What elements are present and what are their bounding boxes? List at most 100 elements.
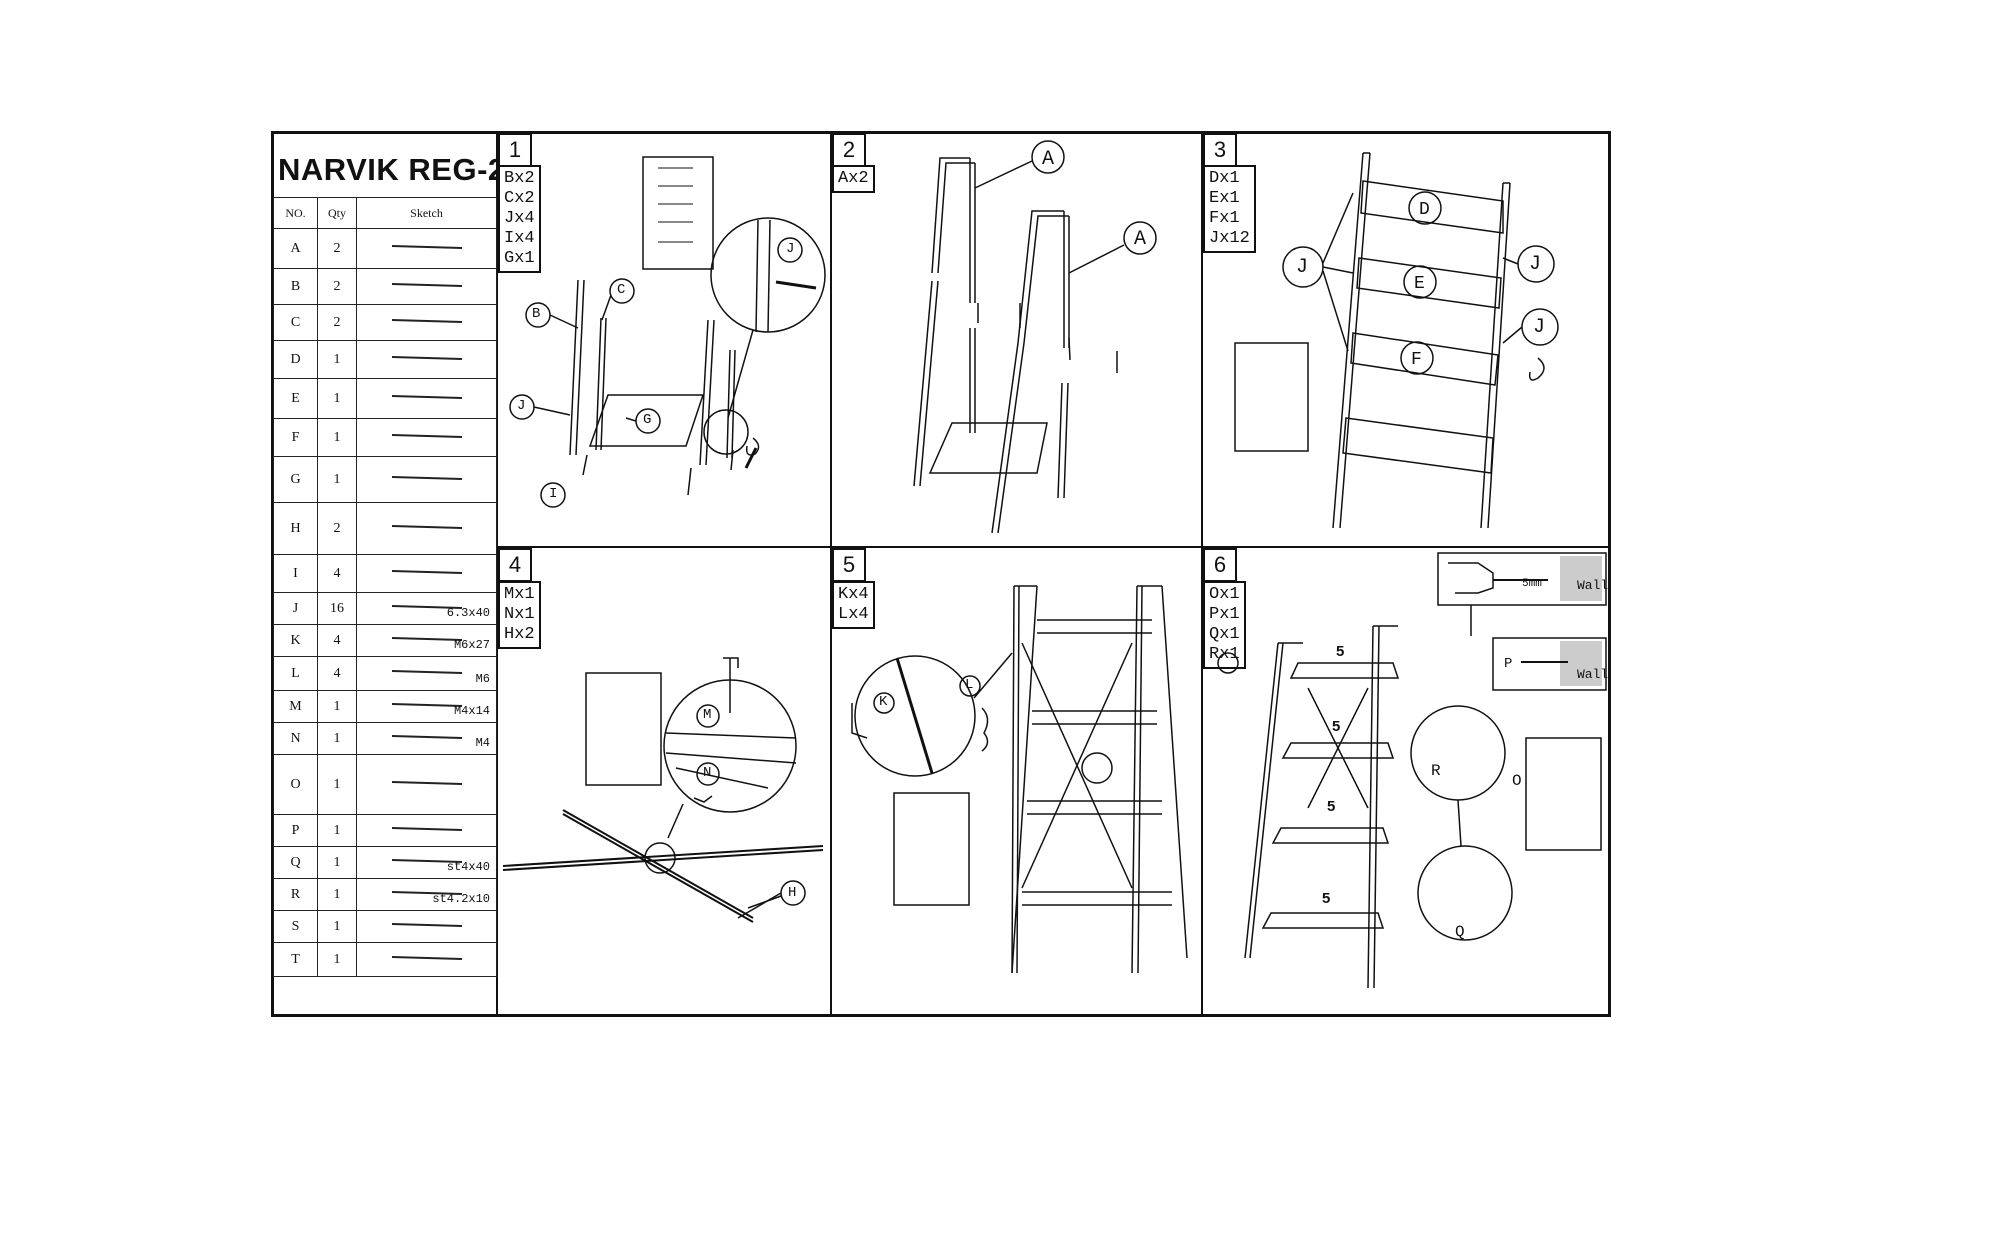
step2-illustration bbox=[913, 140, 1157, 534]
step1-parts: Bx2 Cx2 Jx4 Ix4 Gx1 bbox=[498, 165, 541, 273]
part-sketch bbox=[356, 814, 497, 847]
step3-parts: Dx1 Ex1 Fx1 Jx12 bbox=[1203, 165, 1256, 253]
part-qty: Ox1 bbox=[1209, 585, 1240, 604]
callout-a: A bbox=[1042, 148, 1055, 171]
part-qty: Hx2 bbox=[504, 625, 535, 644]
callout-q: Q bbox=[1455, 923, 1465, 941]
part-quantity: 2 bbox=[317, 228, 357, 269]
callout-h: H bbox=[788, 885, 797, 901]
part-sketch-icon bbox=[391, 923, 462, 927]
load-limit: 5 bbox=[1332, 718, 1341, 735]
part-spec: M6 bbox=[475, 672, 490, 686]
divider bbox=[496, 131, 498, 1017]
part-sketch bbox=[356, 554, 497, 593]
wall-label: Wall bbox=[1577, 667, 1609, 682]
part-sketch bbox=[356, 502, 497, 555]
part-sketch-icon bbox=[391, 283, 462, 287]
part-qty: Dx1 bbox=[1209, 169, 1240, 188]
part-quantity: 1 bbox=[317, 942, 357, 977]
part-sketch-icon bbox=[391, 434, 462, 438]
part-letter: I bbox=[273, 554, 318, 593]
part-sketch-icon bbox=[391, 703, 462, 707]
part-letter: Q bbox=[273, 846, 318, 879]
divider bbox=[1201, 131, 1203, 1017]
step1-illustration bbox=[509, 156, 826, 508]
col-sketch: Sketch bbox=[356, 197, 497, 229]
part-sketch-icon bbox=[391, 827, 462, 831]
step3-illustration bbox=[1234, 152, 1559, 529]
part-quantity: 2 bbox=[317, 502, 357, 555]
part-quantity: 1 bbox=[317, 754, 357, 815]
callout-j: J bbox=[786, 241, 795, 257]
callout-a: A bbox=[1134, 228, 1147, 251]
part-spec: 6.3x40 bbox=[446, 606, 490, 620]
part-letter: M bbox=[273, 690, 318, 723]
part-sketch-icon bbox=[391, 525, 462, 529]
callout-g: G bbox=[643, 412, 652, 428]
divider bbox=[830, 131, 832, 1017]
part-sketch: M4x14 bbox=[356, 690, 497, 723]
drill-size: 5mm bbox=[1522, 578, 1542, 590]
callout-p: P bbox=[1504, 656, 1513, 672]
part-sketch-icon bbox=[391, 605, 462, 609]
part-sketch: M4 bbox=[356, 722, 497, 755]
callout-j: J bbox=[517, 398, 526, 414]
part-letter: C bbox=[273, 304, 318, 341]
load-limit: 5 bbox=[1336, 643, 1345, 660]
part-quantity: 2 bbox=[317, 268, 357, 305]
part-qty: Ex1 bbox=[1209, 189, 1240, 208]
part-sketch-icon bbox=[391, 395, 462, 399]
part-quantity: 1 bbox=[317, 814, 357, 847]
callout-e: E bbox=[1414, 274, 1425, 294]
part-sketch-icon bbox=[391, 245, 462, 249]
part-quantity: 1 bbox=[317, 418, 357, 457]
part-sketch: 6.3x40 bbox=[356, 592, 497, 625]
document-title: NARVIK REG-2 bbox=[278, 152, 506, 187]
part-quantity: 1 bbox=[317, 878, 357, 911]
part-quantity: 4 bbox=[317, 656, 357, 691]
part-sketch-icon bbox=[391, 570, 462, 574]
part-letter: A bbox=[273, 228, 318, 269]
part-sketch-icon bbox=[391, 859, 462, 863]
part-qty: Ix4 bbox=[504, 229, 535, 248]
part-letter: F bbox=[273, 418, 318, 457]
part-qty: Lx4 bbox=[838, 605, 869, 624]
part-qty: Fx1 bbox=[1209, 209, 1240, 228]
part-qty: Jx12 bbox=[1209, 229, 1250, 248]
part-letter: E bbox=[273, 378, 318, 419]
part-sketch-icon bbox=[391, 637, 462, 641]
part-quantity: 1 bbox=[317, 340, 357, 379]
load-limit: 5 bbox=[1327, 798, 1336, 815]
callout-m: M bbox=[703, 707, 712, 723]
part-quantity: 1 bbox=[317, 456, 357, 503]
part-qty: Ax2 bbox=[838, 169, 869, 188]
part-sketch bbox=[356, 754, 497, 815]
col-no: NO. bbox=[273, 197, 318, 229]
part-sketch-icon bbox=[391, 735, 462, 739]
part-sketch bbox=[356, 418, 497, 457]
step5-illustration bbox=[851, 585, 1188, 974]
step4-illustration bbox=[502, 657, 824, 923]
callout-c: C bbox=[617, 282, 626, 298]
callout-i: I bbox=[549, 486, 558, 502]
part-sketch-icon bbox=[391, 781, 462, 785]
part-spec: M6x27 bbox=[453, 638, 490, 652]
callout-n: N bbox=[703, 765, 712, 781]
part-sketch: M6x27 bbox=[356, 624, 497, 657]
part-quantity: 1 bbox=[317, 910, 357, 943]
part-letter: R bbox=[273, 878, 318, 911]
step2-parts: Ax2 bbox=[832, 165, 875, 193]
load-limit: 5 bbox=[1322, 890, 1331, 907]
part-quantity: 2 bbox=[317, 304, 357, 341]
callout-o: O bbox=[1512, 772, 1522, 790]
